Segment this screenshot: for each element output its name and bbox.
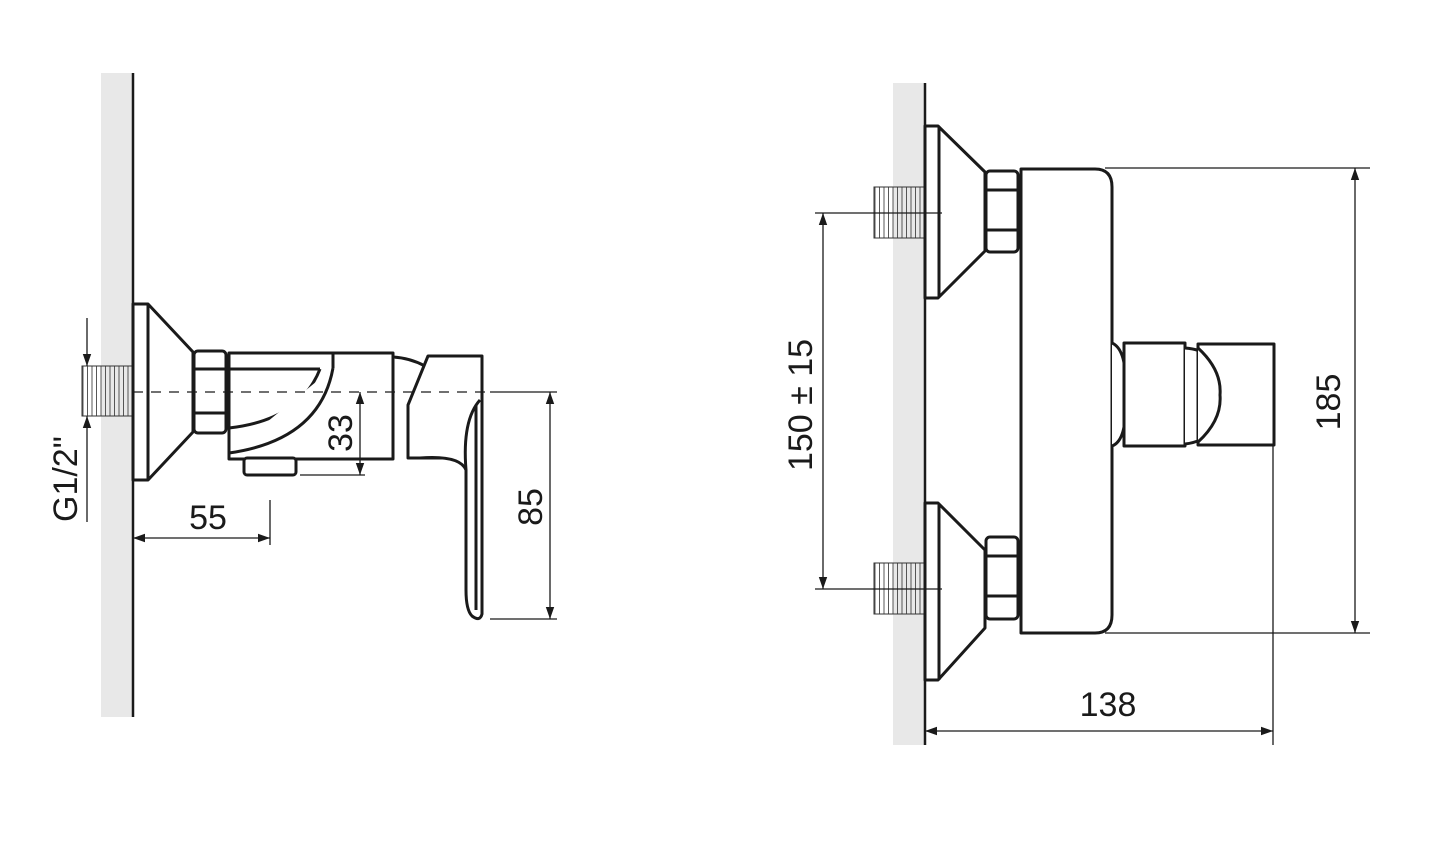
mixer-body: [1019, 167, 1114, 635]
outlet-nozzle: [242, 456, 298, 477]
wall: [893, 83, 925, 745]
total-projection-label: 138: [1080, 686, 1137, 724]
thread-size-label: G1/2": [47, 436, 85, 522]
front-view: 150 ± 15 185 138: [782, 83, 1370, 745]
projection-label: 55: [189, 499, 227, 537]
mixer-body: [227, 351, 395, 477]
inlet-spacing-label: 150 ± 15: [782, 339, 820, 471]
handle-knob: [1111, 341, 1276, 448]
outlet-height-label: 33: [322, 414, 360, 452]
side-view: G1/2" 55 33 85: [47, 73, 557, 717]
lever-handle: [392, 354, 484, 621]
body-height-label: 185: [1310, 374, 1348, 431]
inlet-thread: [81, 365, 133, 417]
lever-length-label: 85: [512, 488, 550, 526]
